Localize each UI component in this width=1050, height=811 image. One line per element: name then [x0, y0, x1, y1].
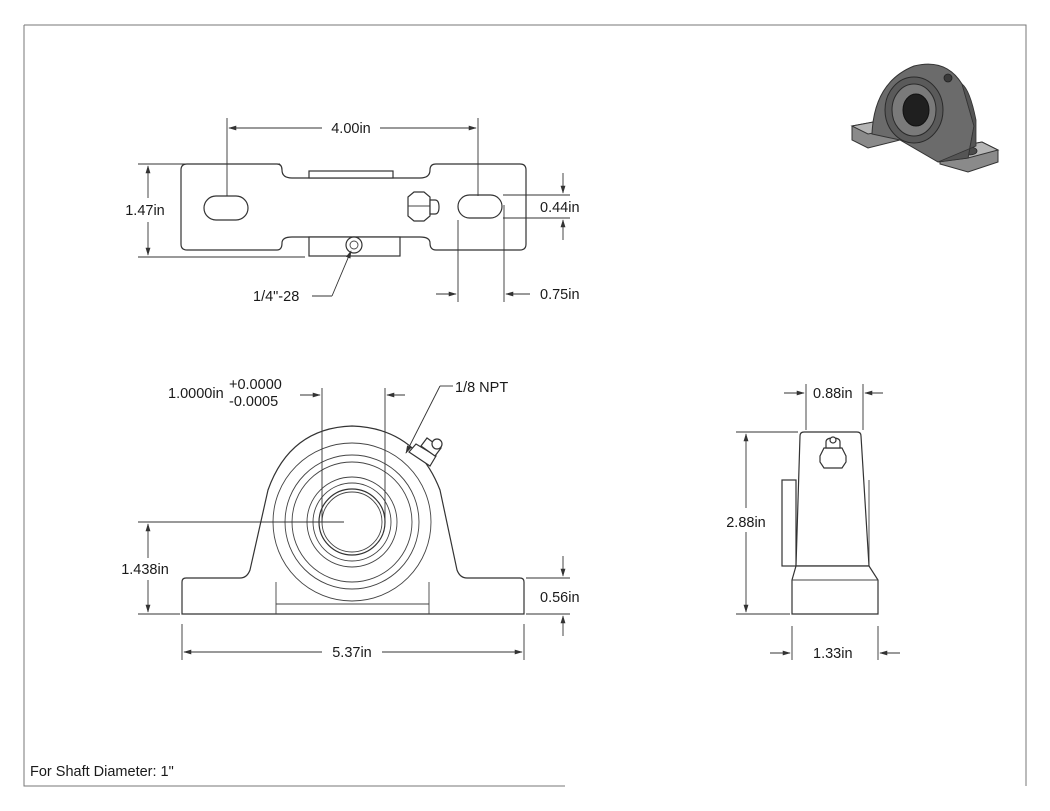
front-view [181, 425, 525, 615]
grease-fitting-top [407, 191, 440, 222]
tol-minus: -0.0005 [229, 394, 278, 410]
isometric-view [850, 63, 1000, 173]
top-view-insert-top [308, 170, 394, 179]
side-view-collar [781, 479, 797, 567]
front-view-dimensions: 1.0000in +0.0000 -0.0005 1/8 NPT 1.438in… [121, 377, 579, 661]
grease-fitting-front [408, 437, 443, 467]
right-mounting-slot [457, 194, 503, 219]
dim-bore: 1.0000in [168, 386, 224, 402]
grease-fitting-side [819, 436, 847, 469]
tol-plus: +0.0000 [229, 377, 282, 393]
shaft-diameter-note: For Shaft Diameter: 1" [30, 764, 174, 780]
dim-1-47: 1.47in [125, 203, 165, 219]
top-view-dimensions: 4.00in 1.47in 0.44in 0.75in 1/4"-28 [125, 118, 580, 305]
npt-callout: 1/8 NPT [455, 380, 508, 396]
side-view [781, 431, 879, 615]
side-view-dimensions: 0.88in 2.88in 1.33in [726, 384, 900, 662]
left-mounting-slot [203, 195, 249, 221]
top-view [180, 163, 527, 257]
dim-0-56: 0.56in [540, 590, 580, 606]
dim-2-88: 2.88in [726, 515, 766, 531]
dim-0-88: 0.88in [813, 386, 853, 402]
drawing-frame [23, 24, 1027, 787]
dim-5-37: 5.37in [332, 645, 372, 661]
setscrew-top [345, 236, 363, 254]
setscrew-callout: 1/4"-28 [253, 289, 299, 305]
dim-0-44: 0.44in [540, 200, 580, 216]
side-view-base [791, 565, 879, 615]
dim-0-75: 0.75in [540, 287, 580, 303]
dim-1-33: 1.33in [813, 646, 853, 662]
iso-bore [902, 93, 930, 127]
dim-4-00: 4.00in [331, 121, 371, 137]
dim-1-438: 1.438in [121, 562, 169, 578]
